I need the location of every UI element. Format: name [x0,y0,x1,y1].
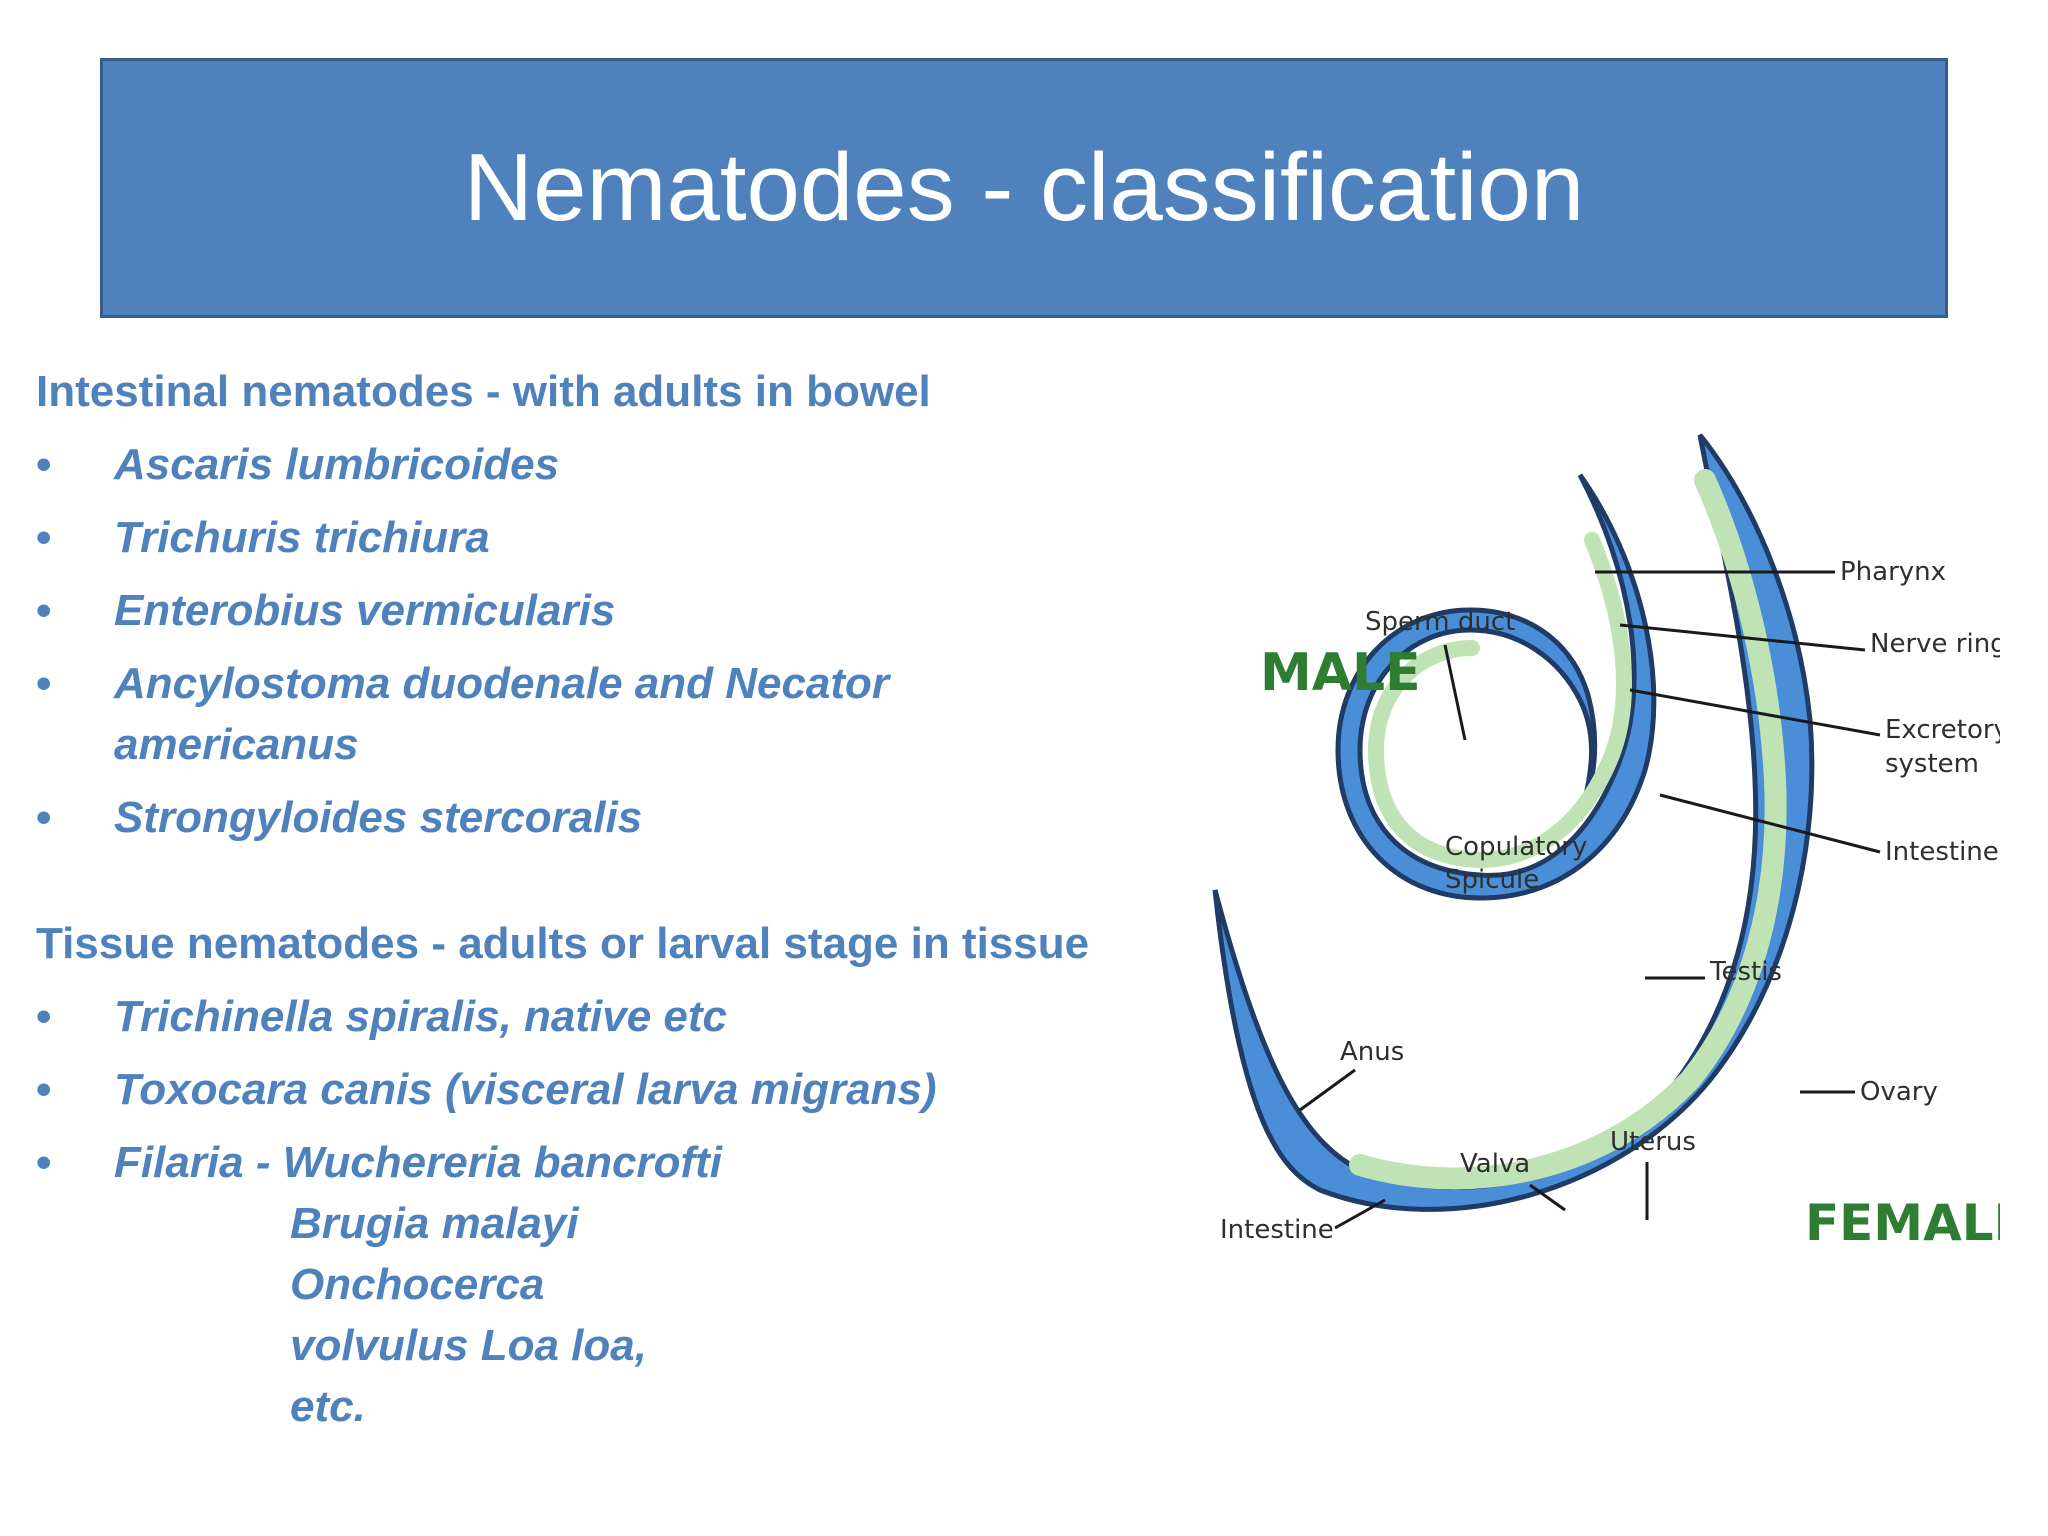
filaria-continuation: Onchocerca [290,1260,545,1309]
excretory-leader [1629,688,1881,737]
bullet-icon: • [36,586,52,635]
ovary-label: Ovary [1860,1077,1938,1107]
list-item: •Strongyloides stercoralis [36,787,1156,848]
intestine-left-label: Intestine [1220,1215,1334,1245]
nematode-diagram: MALE FEMALE Sperm duct Copulatory Spicul… [1212,433,2000,1252]
valva-label: Valva [1460,1149,1530,1179]
system-label: system [1885,749,1979,779]
pharynx-label: Pharynx [1840,557,1946,587]
male-label: MALE [1260,643,1421,703]
copulatory-label: Copulatory [1445,832,1587,862]
bullet-icon: • [36,992,52,1041]
leader-lines [1299,570,1881,1230]
excretory-label: Excretory [1885,715,2000,745]
female-worm-body [1212,433,1815,1212]
bullet-icon: • [36,659,52,708]
sperm-duct-label: Sperm duct [1365,607,1515,637]
testis-label: Testis [1709,957,1782,987]
spicule-label: Spicule [1445,865,1539,895]
valva-leader [1529,1183,1566,1212]
sperm-duct-leader [1443,644,1467,741]
intestine-left-leader [1334,1198,1386,1230]
content-area: Intestinal nematodes - with adults in bo… [36,362,1156,1437]
slide-title: Nematodes - classification [463,134,1585,241]
intestine-right-label: Intestine [1885,837,1999,867]
bullet-icon: • [36,1138,52,1187]
list-item: •Ascaris lumbricoides [36,434,1156,495]
intestinal-heading: Intestinal nematodes - with adults in bo… [36,367,931,416]
list-item: •Enterobius vermicularis [36,580,1156,641]
female-inner-tract [1349,469,1787,1190]
list-item: •Filaria - Wuchereria bancrofti Brugia m… [36,1132,1156,1437]
tissue-heading: Tissue nematodes - adults or larval stag… [36,919,1090,968]
title-banner: Nematodes - classification [100,58,1948,318]
list-item: •Trichuris trichiura [36,507,1156,568]
nerve-ring-leader [1619,623,1866,652]
filaria-continuation: volvulus Loa loa, [290,1321,647,1370]
list-item: •Toxocara canis (visceral larva migrans) [36,1059,1156,1120]
intestinal-list: •Ascaris lumbricoides •Trichuris trichiu… [36,434,1156,848]
filaria-continuation: etc. [290,1382,366,1431]
anus-leader [1299,1068,1356,1112]
list-item: •Trichinella spiralis, native etc [36,986,1156,1047]
tissue-list: •Trichinella spiralis, native etc •Toxoc… [36,986,1156,1437]
anus-label: Anus [1340,1037,1404,1067]
bullet-icon: • [36,440,52,489]
bullet-icon: • [36,1065,52,1114]
male-inner-tract [1367,532,1632,869]
filaria-continuation: Brugia malayi [290,1199,579,1248]
bullet-icon: • [36,513,52,562]
nerve-ring-label: Nerve ring [1870,629,2000,659]
bullet-icon: • [36,793,52,842]
female-label: FEMALE [1805,1194,2000,1252]
intestine-right-leader [1659,793,1881,854]
uterus-label: Uterus [1610,1127,1696,1157]
